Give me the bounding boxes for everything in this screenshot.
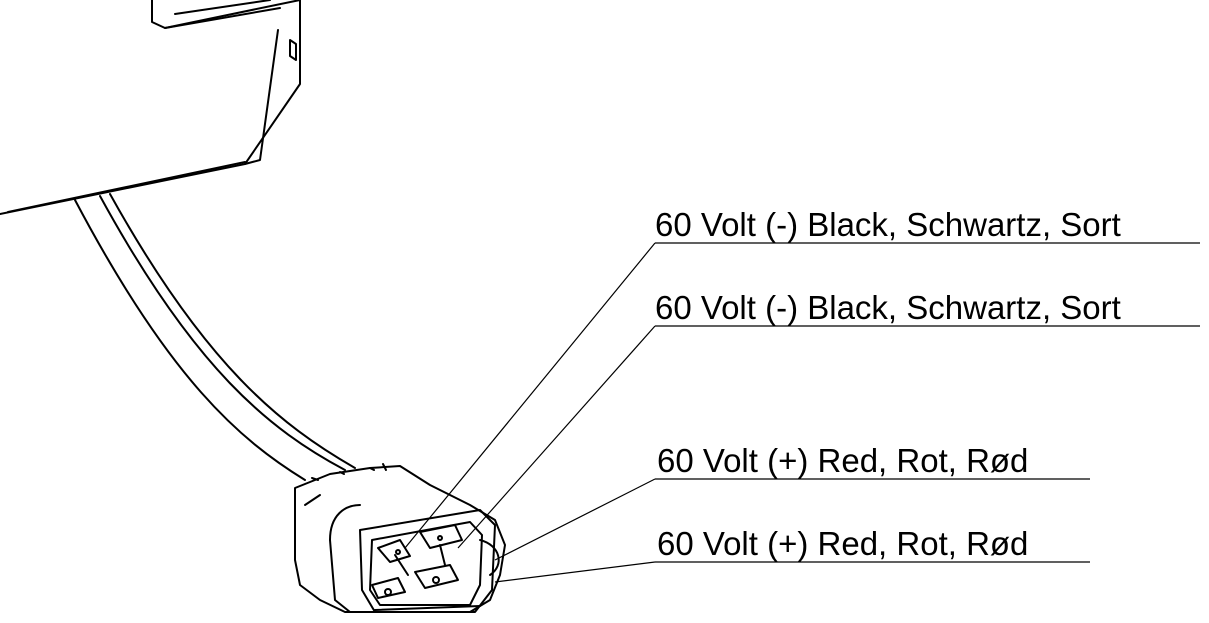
leader-line-4 [495,562,655,582]
cable [75,194,355,480]
leader-lines [405,243,1200,582]
connector-plug [295,464,505,612]
leader-line-3 [495,479,655,560]
label-positive-1: 60 Volt (+) Red, Rot, Rød [657,442,1029,479]
device-housing [0,0,300,214]
leader-line-2 [458,326,655,548]
leader-line-1 [405,243,655,548]
label-negative-1: 60 Volt (-) Black, Schwartz, Sort [655,206,1121,243]
label-positive-2: 60 Volt (+) Red, Rot, Rød [657,525,1029,562]
label-negative-2: 60 Volt (-) Black, Schwartz, Sort [655,289,1121,326]
